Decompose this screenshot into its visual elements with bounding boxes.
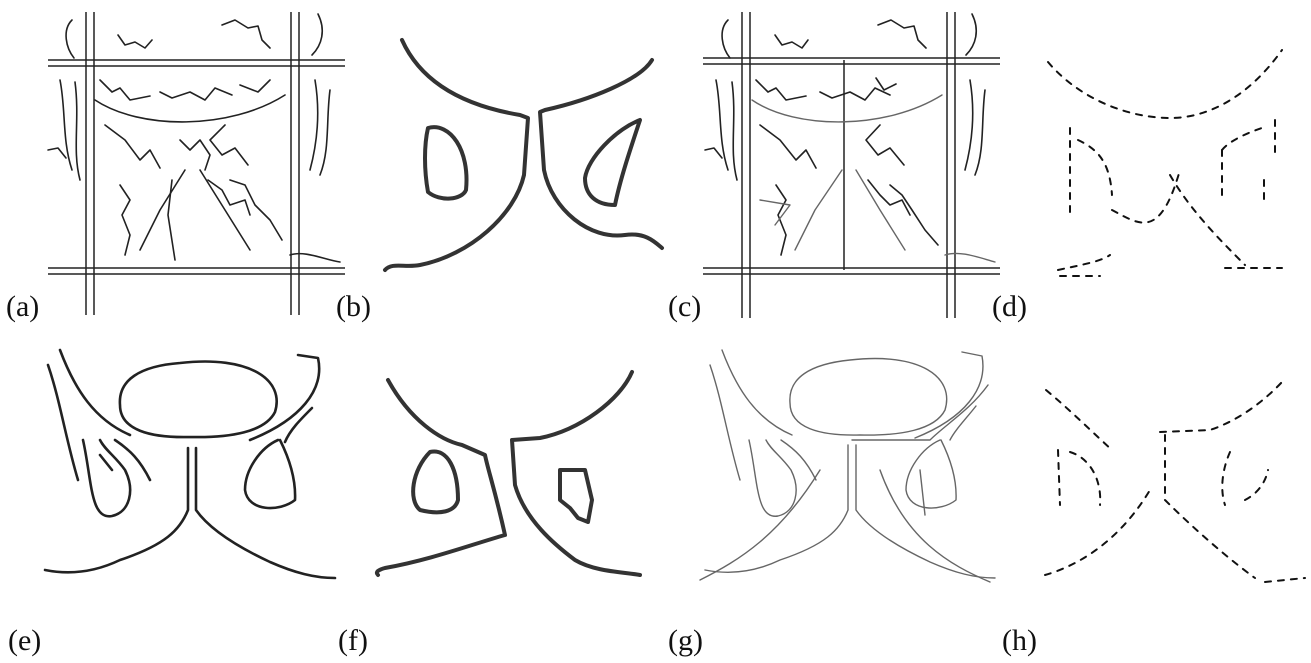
panel-a-label: (a) [6, 290, 39, 323]
panel-a-drawing [48, 12, 345, 315]
panel-f-drawing [377, 372, 640, 575]
panel-e-drawing [45, 350, 335, 578]
panel-g-label: (g) [668, 624, 703, 657]
panel-c-drawing [703, 12, 1000, 318]
panel-d-drawing [1048, 50, 1282, 276]
panel-h-label: (h) [1002, 624, 1037, 657]
panel-f-label: (f) [338, 624, 368, 657]
panel-h-drawing [1045, 382, 1305, 582]
panel-e-label: (e) [8, 624, 41, 657]
panel-c-label: (c) [668, 290, 701, 323]
panel-g-drawing [700, 350, 995, 582]
panel-d-label: (d) [992, 290, 1027, 323]
panel-b-label: (b) [336, 290, 371, 323]
panel-b-drawing [385, 40, 662, 270]
